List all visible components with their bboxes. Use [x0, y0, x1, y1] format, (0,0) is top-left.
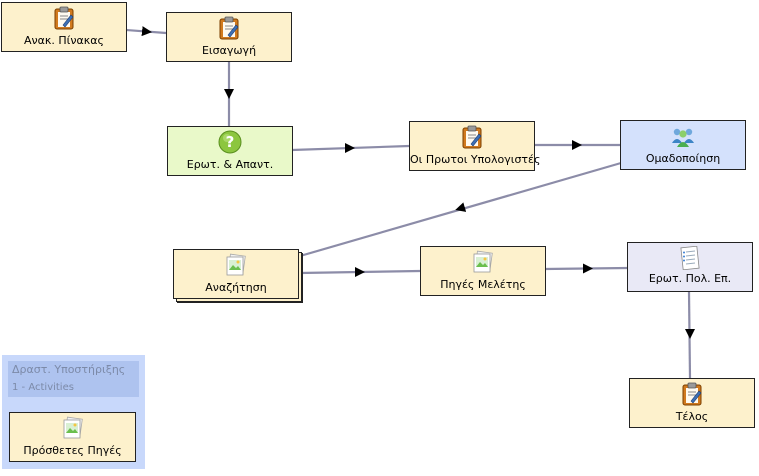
node-study-sources[interactable]: Πηγές Μελέτης — [420, 246, 546, 296]
checklist-icon — [678, 246, 702, 270]
node-label: Ομαδοποίηση — [645, 152, 721, 165]
node-label: Ερωτ. & Απαντ. — [186, 158, 274, 171]
clipboard-icon — [460, 125, 484, 149]
node-label: Πηγές Μελέτης — [440, 278, 526, 291]
connector-search-sources — [299, 269, 421, 275]
node-label: Οι Πρωτοι Υπολογιστές — [410, 153, 541, 166]
support-panel-count: 1 - Activities — [12, 382, 74, 393]
support-panel-header: Δραστ. Υποστήριξης 1 - Activities — [8, 361, 139, 397]
node-table-of-contents[interactable]: Ανακ. Πίνακας — [1, 2, 127, 52]
clipboard-icon — [217, 16, 241, 40]
node-grouping[interactable]: Ομαδοποίηση — [620, 120, 746, 170]
image-icon — [61, 416, 85, 440]
node-search[interactable]: Αναζήτηση — [173, 249, 299, 299]
connector-toc-intro — [125, 28, 167, 35]
clipboard-icon — [680, 382, 704, 406]
people-group-icon — [671, 124, 695, 148]
question-icon — [218, 130, 242, 154]
node-multiple-choice[interactable]: Ερωτ. Πολ. Επ. — [627, 242, 753, 292]
image-icon — [224, 253, 248, 277]
connector-qa-computers — [291, 144, 410, 152]
connector-multichoice-end — [687, 291, 692, 379]
connector-grouping-search — [299, 161, 622, 258]
support-panel-title: Δραστ. Υποστήριξης — [12, 363, 126, 376]
support-activities-panel: Δραστ. Υποστήριξης 1 - Activities Πρόσθε… — [2, 355, 145, 469]
node-additional-sources[interactable]: Πρόσθετες Πηγές — [9, 412, 136, 462]
node-label: Τέλος — [675, 410, 709, 423]
node-questions-answers[interactable]: Ερωτ. & Απαντ. — [167, 126, 293, 176]
node-label: Εισαγωγή — [201, 44, 257, 57]
node-label: Ανακ. Πίνακας — [24, 34, 104, 47]
connector-sources-multichoice — [544, 266, 629, 271]
node-label: Αναζήτηση — [205, 281, 267, 294]
image-icon — [471, 250, 495, 274]
node-label: Ερωτ. Πολ. Επ. — [648, 272, 732, 285]
clipboard-icon — [52, 6, 76, 30]
node-label: Πρόσθετες Πηγές — [23, 444, 122, 457]
node-end[interactable]: Τέλος — [629, 378, 755, 428]
node-first-computers[interactable]: Οι Πρωτοι Υπολογιστές — [409, 121, 541, 171]
node-introduction[interactable]: Εισαγωγή — [166, 12, 292, 62]
